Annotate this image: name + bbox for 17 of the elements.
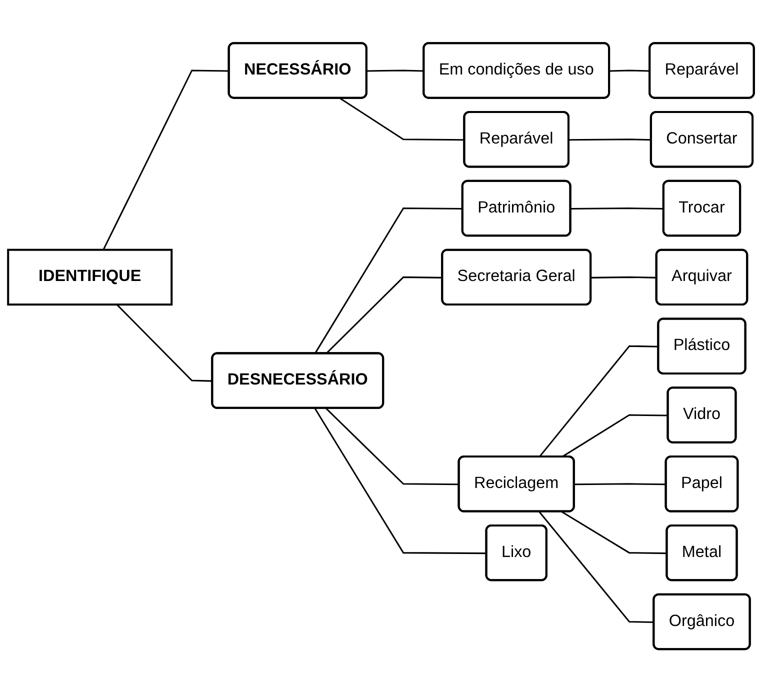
connector bbox=[570, 208, 664, 210]
connector bbox=[574, 484, 666, 486]
connector bbox=[340, 98, 465, 142]
connector bbox=[366, 70, 424, 72]
connector bbox=[314, 208, 463, 354]
connector bbox=[591, 276, 657, 279]
connector bbox=[326, 408, 460, 486]
node-box: IDENTIFIQUE bbox=[7, 249, 173, 306]
connector bbox=[326, 276, 443, 355]
connector bbox=[102, 70, 230, 251]
connector bbox=[569, 139, 652, 142]
connector bbox=[561, 512, 668, 554]
connector bbox=[610, 70, 650, 72]
connector bbox=[116, 304, 213, 382]
connector bbox=[314, 408, 487, 554]
connector bbox=[538, 512, 654, 624]
connector bbox=[538, 346, 659, 458]
